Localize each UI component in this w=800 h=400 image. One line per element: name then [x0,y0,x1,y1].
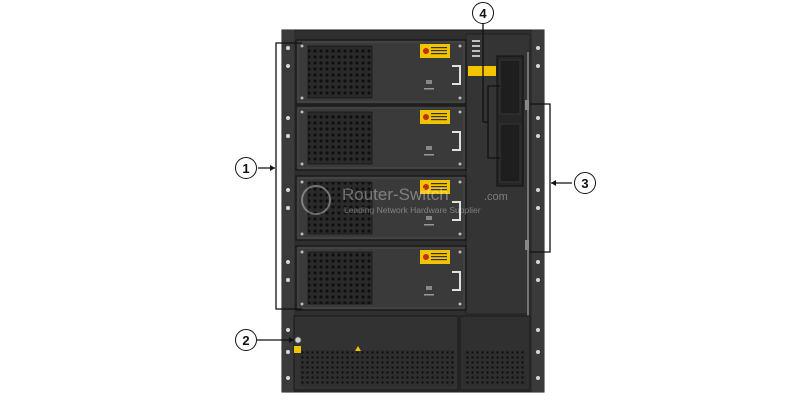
handle-icon [452,65,461,85]
watermark-title: Router-Switch [342,185,449,204]
power-module [295,175,467,241]
handle-icon [452,271,461,291]
fan-grille-icon [307,181,373,235]
esd-warning-icon [294,346,301,353]
watermark-logo-icon [301,185,331,215]
handle-icon [452,201,461,221]
callout-2: 2 [235,329,257,351]
callout-4: 4 [472,2,494,24]
callout-3: 3 [574,172,596,194]
cable-tray [496,55,524,187]
callout-2-arrow [289,337,294,343]
lower-panel [293,315,531,391]
watermark-domain: .com [484,191,508,203]
watermark: Router-Switch .com Leading Network Hardw… [301,185,508,215]
handle-icon [452,131,461,151]
callout-3-arrow [551,180,556,186]
power-module [295,245,467,311]
power-module-group [295,39,467,311]
fan-grille-icon [307,111,373,165]
callout-1: 1 [235,157,257,179]
watermark-tagline: Leading Network Hardware Supplier [344,205,481,215]
warning-triangle-icon [355,346,361,351]
callout-3-bracket [530,103,551,253]
esd-jack [294,336,302,344]
callout-1-arrow [270,165,275,171]
bottom-vent-right [464,350,526,386]
callout-lines [256,23,572,343]
callout-1-bracket [275,42,302,310]
fan-grille-icon [307,251,373,305]
power-module [295,105,467,171]
warning-label-icon [468,66,496,76]
power-module [295,39,467,105]
bottom-vent-left [300,350,454,386]
fan-grille-icon [307,45,373,99]
